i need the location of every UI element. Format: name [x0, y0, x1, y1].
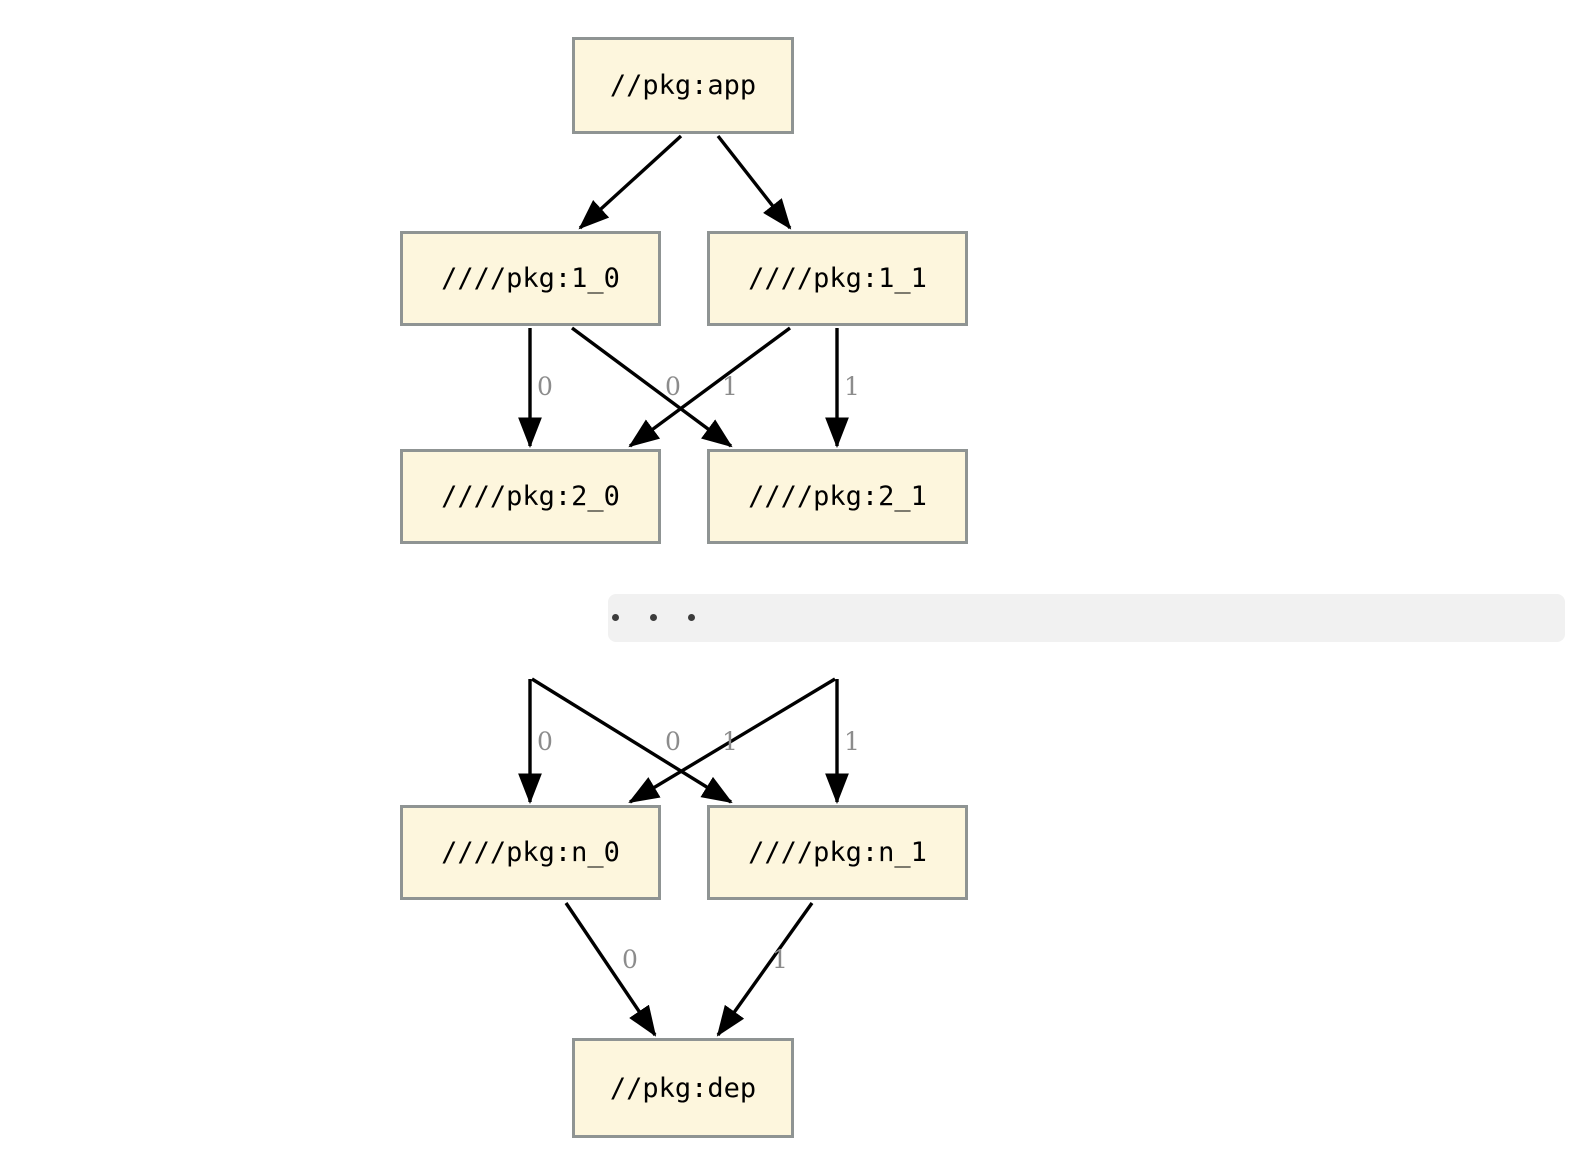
node-label: ////pkg:n_0 — [441, 837, 620, 868]
edge-line — [578, 134, 683, 230]
edge-label: 0 — [537, 727, 553, 756]
node-label: ////pkg:2_1 — [748, 481, 927, 512]
edge-label: 0 — [537, 372, 553, 401]
edge-line — [570, 326, 733, 448]
edge-label: 0 — [622, 945, 638, 974]
node-label: //pkg:dep — [609, 1072, 757, 1104]
node-label: //pkg:app — [609, 70, 757, 101]
node-label: ////pkg:2_0 — [441, 481, 620, 512]
ellipsis-dot — [612, 614, 619, 621]
edge-label: 0 — [665, 372, 681, 401]
edge-line — [628, 677, 836, 804]
node-l1_1[interactable]: ////pkg:1_1 — [707, 231, 968, 326]
node-label: ////pkg:n_1 — [748, 837, 927, 868]
edge-label: 1 — [722, 727, 738, 756]
edge-line — [628, 326, 792, 448]
ellipsis-separator-band — [608, 594, 1565, 642]
node-label: ////pkg:1_1 — [748, 263, 927, 294]
edge-line — [716, 134, 792, 230]
ellipsis-dots — [612, 614, 726, 621]
edge-label: 1 — [844, 727, 860, 756]
ellipsis-dot — [688, 614, 695, 621]
edge-label: 0 — [665, 727, 681, 756]
edge-line — [564, 902, 657, 1037]
edge-line — [716, 902, 814, 1037]
node-l1_0[interactable]: ////pkg:1_0 — [400, 231, 661, 326]
node-ln_0[interactable]: ////pkg:n_0 — [400, 805, 661, 900]
ellipsis-dot — [650, 614, 657, 621]
node-l2_0[interactable]: ////pkg:2_0 — [400, 449, 661, 544]
node-app[interactable]: //pkg:app — [572, 37, 794, 134]
node-dep[interactable]: //pkg:dep — [572, 1038, 794, 1138]
node-l2_1[interactable]: ////pkg:2_1 — [707, 449, 968, 544]
node-ln_1[interactable]: ////pkg:n_1 — [707, 805, 968, 900]
edge-lines — [518, 134, 849, 1037]
edge-line — [531, 677, 733, 804]
edge-label: 1 — [722, 372, 738, 401]
edge-label: 1 — [844, 372, 860, 401]
node-label: ////pkg:1_0 — [441, 263, 620, 294]
edge-label: 1 — [772, 945, 788, 974]
